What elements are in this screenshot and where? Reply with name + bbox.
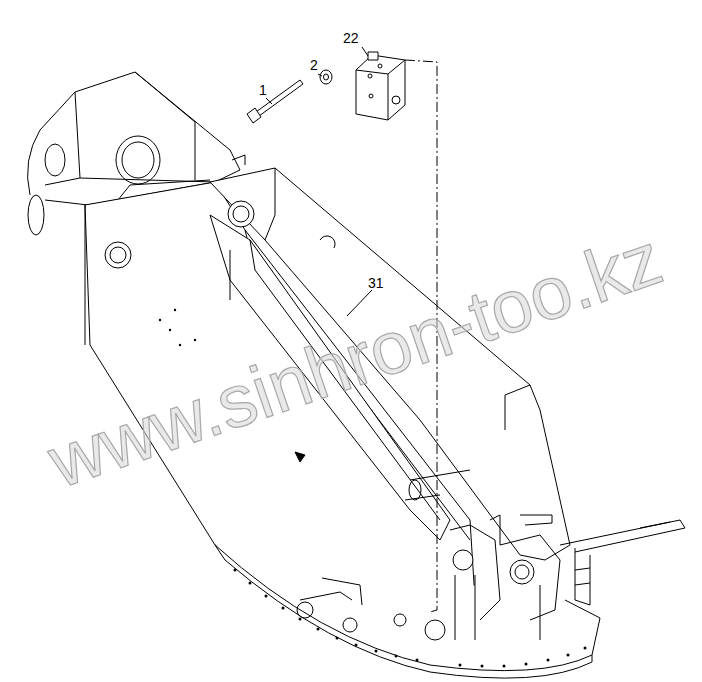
callout-number: 31 bbox=[368, 276, 384, 290]
callout-number: 1 bbox=[259, 83, 267, 97]
callout-number: 2 bbox=[310, 58, 318, 72]
callout-number: 22 bbox=[343, 31, 359, 45]
